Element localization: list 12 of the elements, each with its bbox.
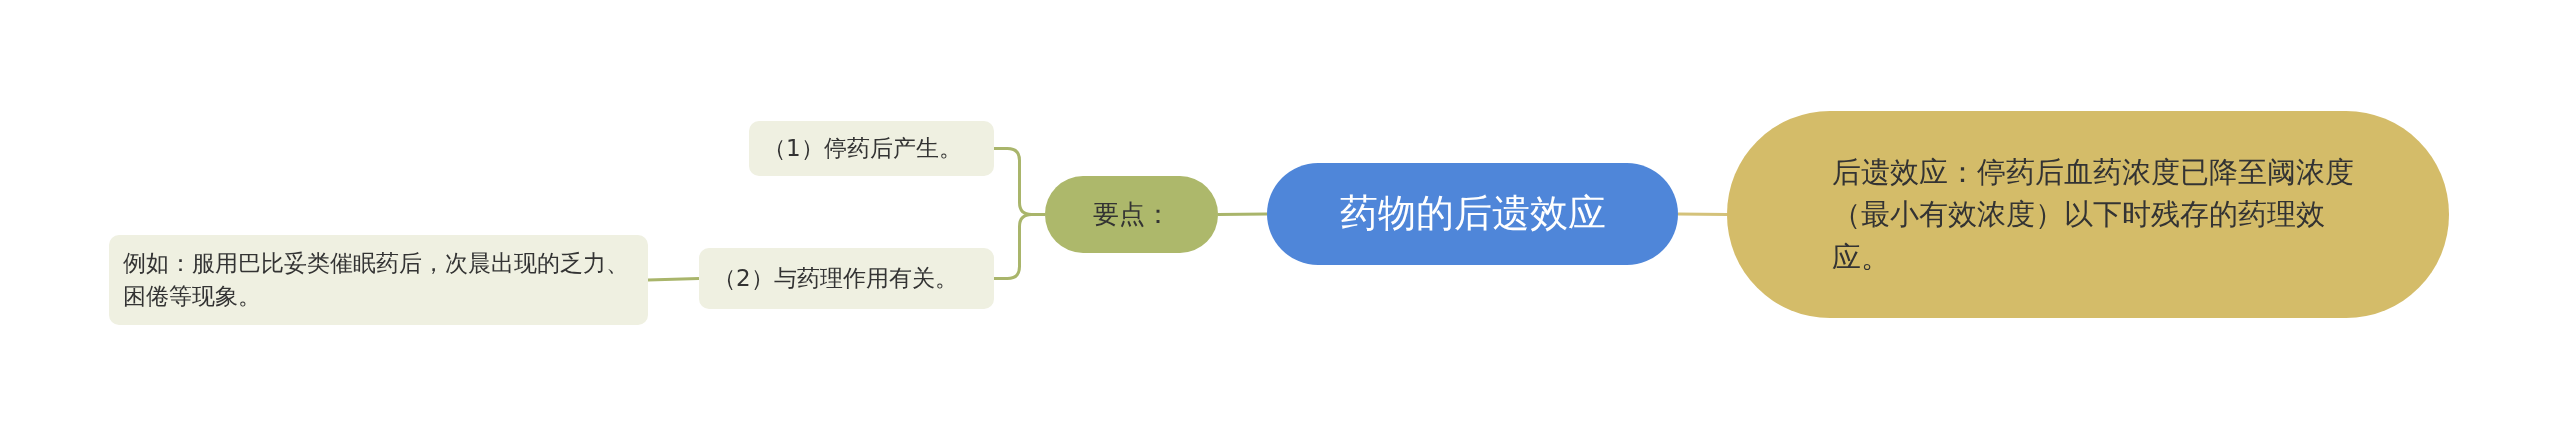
note-box	[699, 248, 994, 309]
note-box	[109, 235, 648, 325]
node-text: 要点：	[1092, 197, 1171, 231]
node-text: （1）停药后产生。	[763, 133, 962, 163]
node-text: 例如：服用巴比妥类催眠药后，次晨出现的乏力、困倦等现象。	[123, 248, 630, 311]
node-text: （2）与药理作用有关。	[713, 263, 958, 293]
note-box	[749, 121, 994, 176]
connector-line	[1678, 212, 1727, 216]
node-text: 药物的后遗效应	[1339, 190, 1606, 238]
node-text: 后遗效应：停药后血药浓度已降至阈浓度（最小有效浓度）以下时残存的药理效应。	[1832, 154, 2355, 276]
connector-line	[1218, 212, 1267, 216]
connector-line	[647, 277, 700, 282]
